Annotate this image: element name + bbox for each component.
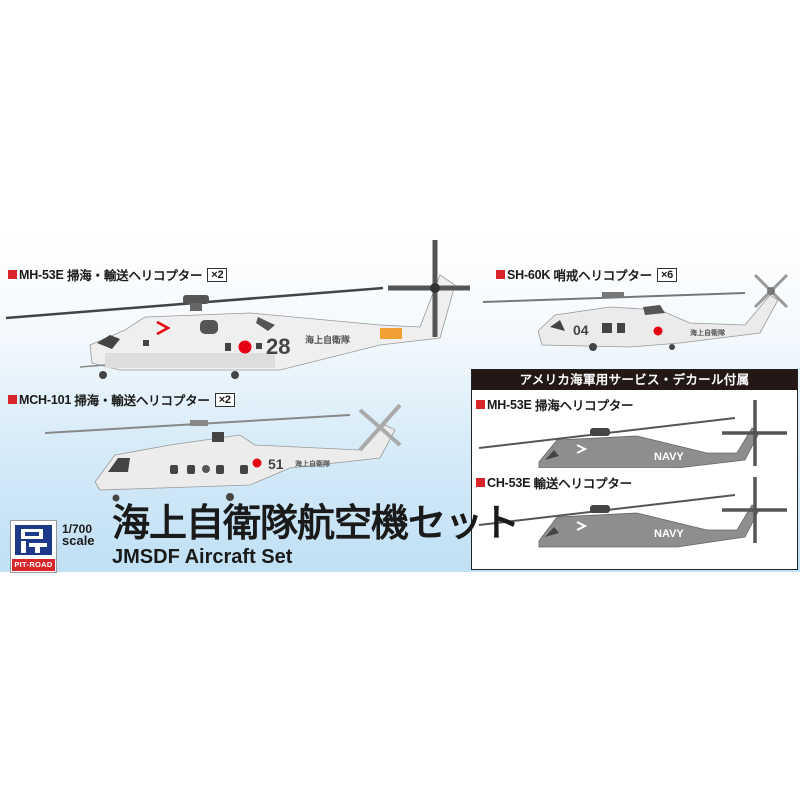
sh60k-helicopter-illustration: 04 海上自衛隊 (482, 273, 789, 351)
quantity-badge: ×6 (656, 267, 678, 282)
red-square-bullet-icon (8, 270, 17, 279)
quantity-badge: ×2 (214, 392, 235, 407)
model-name: CH-53E (487, 475, 531, 490)
red-square-bullet-icon (496, 270, 505, 279)
svg-text:04: 04 (573, 322, 589, 338)
role-text: 輸送ヘリコプター (533, 477, 633, 491)
model-name: SH-60K (507, 267, 551, 282)
scale-label: 1/700 scale (62, 523, 95, 547)
pit-road-emblem-icon (15, 525, 52, 555)
svg-text:海上自衛隊: 海上自衛隊 (305, 334, 351, 346)
scale-ratio: 1/700 (62, 522, 93, 536)
svg-text:NAVY: NAVY (654, 528, 684, 540)
product-title-english: JMSDF Aircraft Set (112, 546, 293, 568)
sh60k-label: SH-60K 哨戒ヘリコプター ×6 (496, 265, 678, 284)
svg-text:海上自衛隊: 海上自衛隊 (690, 328, 726, 337)
navy-ch53e-label: CH-53E 輸送ヘリコプター (476, 473, 632, 492)
svg-text:28: 28 (266, 334, 290, 359)
red-square-bullet-icon (476, 478, 485, 487)
role-text: 掃海・輸送ヘリコプター (74, 394, 210, 408)
model-name: MH-53E (487, 397, 532, 412)
role-text: 哨戒ヘリコプター (553, 269, 653, 283)
model-name: MCH-101 (19, 392, 72, 407)
role-text: 掃海ヘリコプター (534, 399, 634, 413)
scale-word: scale (62, 533, 95, 548)
mh53e-label: MH-53E 掃海・輸送ヘリコプター ×2 (8, 265, 228, 284)
svg-text:51: 51 (268, 456, 284, 472)
model-name: MH-53E (19, 267, 64, 282)
navy-mh53e-label: MH-53E 掃海ヘリコプター (476, 395, 634, 414)
us-navy-decal-box: アメリカ海軍用サービス・デカール付属 MH-53E 掃海ヘリコプター NAVY … (471, 369, 798, 570)
navy-ch53e-helicopter-illustration: NAVY (478, 477, 787, 548)
brand-name: PIT-ROAD (12, 559, 55, 571)
svg-text:海上自衛隊: 海上自衛隊 (295, 459, 331, 468)
mh53e-jmsdf-helicopter-illustration: 28 海上自衛隊 (5, 240, 470, 379)
red-square-bullet-icon (476, 400, 485, 409)
pit-road-logo: PIT-ROAD (10, 520, 57, 573)
svg-text:NAVY: NAVY (654, 451, 684, 463)
red-square-bullet-icon (8, 395, 17, 404)
mch101-label: MCH-101 掃海・輸送ヘリコプター ×2 (8, 390, 235, 409)
product-title-japanese: 海上自衛隊航空機セット (112, 503, 520, 545)
navy-mh53e-helicopter-illustration: NAVY (478, 400, 787, 468)
mch101-helicopter-illustration: 51 海上自衛隊 (44, 403, 402, 502)
role-text: 掃海・輸送ヘリコプター (66, 269, 203, 283)
navy-box-header: アメリカ海軍用サービス・デカール付属 (472, 370, 797, 390)
quantity-badge: ×2 (207, 267, 228, 282)
